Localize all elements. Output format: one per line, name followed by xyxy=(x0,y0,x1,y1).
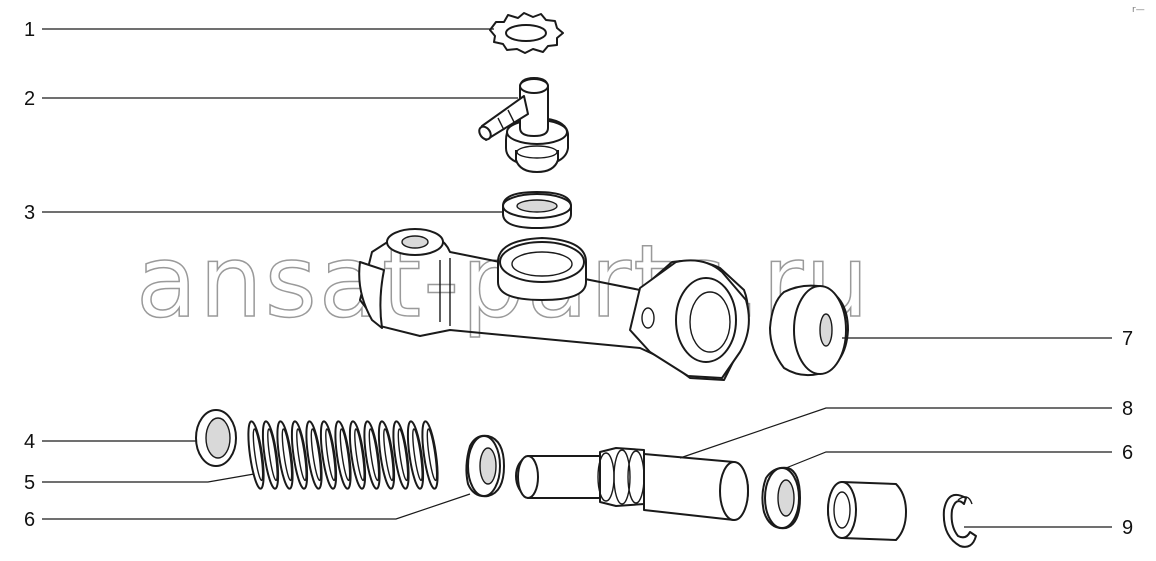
spring-coil-inner xyxy=(310,428,322,482)
spring-coil-inner xyxy=(426,428,438,482)
callout-4: 4 xyxy=(24,431,35,453)
spring-coil-inner xyxy=(383,428,394,482)
flat-ring-icon xyxy=(195,409,237,467)
corner-mark: r— xyxy=(1132,5,1145,15)
leader-line-8 xyxy=(679,407,1112,459)
spring-coil-inner xyxy=(252,428,264,482)
spring-coil-turn xyxy=(421,420,439,490)
spring-coil-turn xyxy=(392,420,410,490)
callout-6-left: 6 xyxy=(24,509,35,531)
callout-2: 2 xyxy=(24,88,35,110)
callout-9: 9 xyxy=(1122,517,1133,539)
spring-coil-turn xyxy=(305,420,323,490)
circlip-icon xyxy=(942,494,977,548)
leader-line-6-left xyxy=(42,493,471,520)
spring-coil-inner xyxy=(281,428,293,482)
leader-line-5 xyxy=(42,473,255,483)
spring-coil-turn xyxy=(261,420,280,490)
callout-3: 3 xyxy=(24,202,35,224)
spring-coil-inner xyxy=(368,428,380,482)
spring-coil-inner xyxy=(339,428,351,482)
spring-coil-turn xyxy=(377,420,396,490)
spring-coil-inner xyxy=(296,428,307,482)
sealing-washer-icon xyxy=(502,191,572,229)
spring-coil-turn xyxy=(276,420,294,490)
spring-coil-inner xyxy=(354,428,365,482)
spring-coil-turn xyxy=(334,420,352,490)
cylinder-body-icon xyxy=(358,228,750,381)
spring-coil-inner xyxy=(267,428,278,482)
spring-coil-turn xyxy=(247,420,265,490)
spring-coil-inner xyxy=(397,428,409,482)
coil-spring-icon xyxy=(247,420,439,490)
spring-coil-turn xyxy=(363,420,381,490)
dust-boot-icon xyxy=(769,284,849,377)
spring-coil-inner xyxy=(325,428,336,482)
hose-fitting-icon xyxy=(478,77,569,173)
bushing-icon xyxy=(827,481,907,541)
callout-6-right: 6 xyxy=(1122,442,1133,464)
spring-coil-inner xyxy=(412,428,423,482)
toothed-lock-washer-icon xyxy=(489,12,564,54)
leader-lines xyxy=(42,28,1112,528)
cup-seal-icon xyxy=(761,466,801,530)
spring-coil-turn xyxy=(290,420,309,490)
spring-coil-turn xyxy=(348,420,367,490)
spring-coil-turn xyxy=(319,420,338,490)
spring-coil-turn xyxy=(406,420,425,490)
callout-8: 8 xyxy=(1122,398,1133,420)
leader-line-6-right xyxy=(785,451,1112,469)
cup-seal-icon xyxy=(465,434,505,498)
watermark-text: ansat-parts.ru xyxy=(136,223,871,340)
piston-icon xyxy=(515,447,749,521)
callout-7: 7 xyxy=(1122,328,1133,350)
callout-5: 5 xyxy=(24,472,35,494)
callout-1: 1 xyxy=(24,19,35,41)
